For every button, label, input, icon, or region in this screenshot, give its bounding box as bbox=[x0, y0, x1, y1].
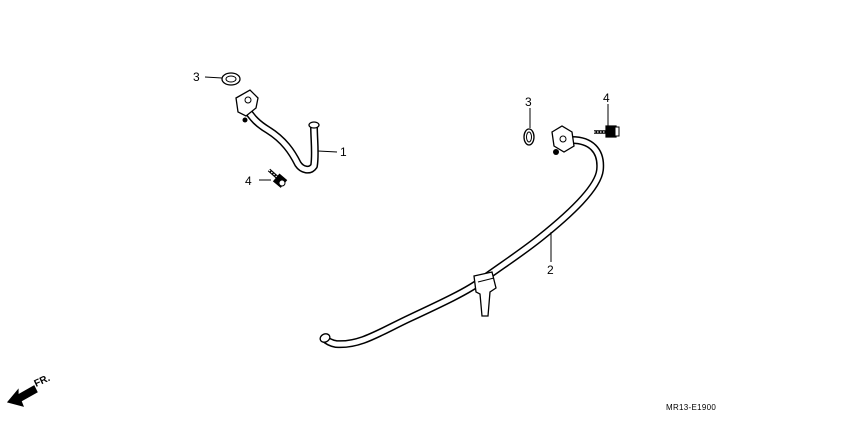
callout-3-left: 3 bbox=[193, 70, 200, 84]
callout-4-left: 4 bbox=[245, 174, 252, 188]
pipe-2 bbox=[319, 125, 605, 349]
callout-3-right: 3 bbox=[525, 95, 532, 109]
front-direction-arrow bbox=[6, 385, 38, 407]
bolt-right bbox=[594, 125, 620, 138]
o-ring-left bbox=[221, 72, 241, 86]
leader-3-left bbox=[204, 76, 223, 79]
callout-2: 2 bbox=[547, 263, 554, 277]
callout-4-right: 4 bbox=[603, 91, 610, 105]
direction-label: FR. bbox=[33, 373, 52, 390]
diagram-code: MR13-E1900 bbox=[666, 403, 716, 412]
pipe-1 bbox=[235, 89, 320, 174]
bolt-left bbox=[267, 168, 288, 188]
leader-1 bbox=[317, 150, 338, 153]
callout-1: 1 bbox=[340, 145, 347, 159]
o-ring-right bbox=[523, 128, 535, 146]
